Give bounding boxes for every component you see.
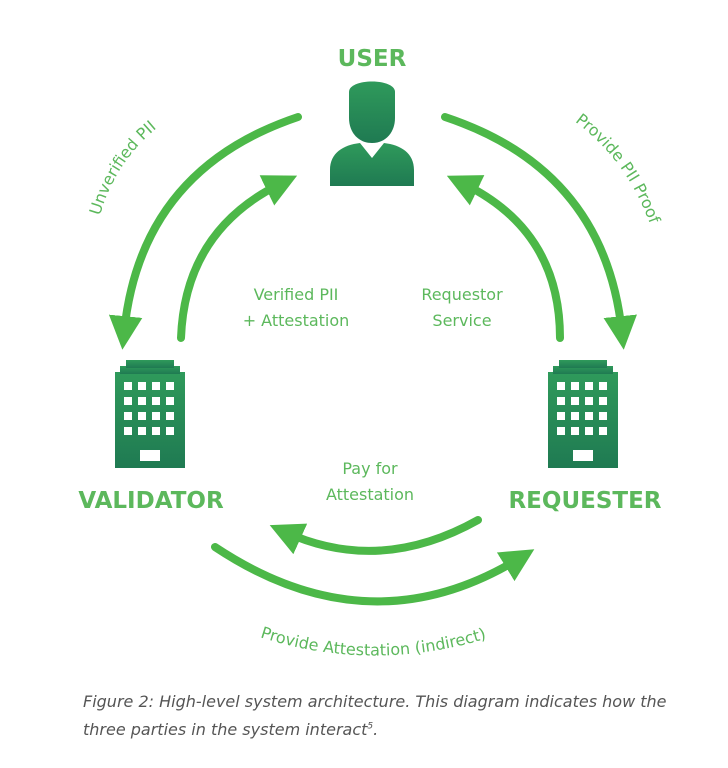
- unverified-pii-label: Unverified PII: [85, 117, 159, 217]
- user-icon: [330, 81, 414, 186]
- provide-attestation-label-wrap: Provide Attestation (indirect): [259, 623, 488, 660]
- provide-pii-proof-label: Provide PII Proof: [572, 110, 664, 226]
- arrow-user-to-validator: [108, 113, 302, 350]
- building-icon: [115, 360, 185, 468]
- pay-attestation-label: Attestation: [326, 485, 414, 504]
- caption-text: Figure 2: High-level system architecture…: [83, 692, 667, 739]
- verified-pii-label: Verified PII: [254, 285, 339, 304]
- provide-pii-proof-label-wrap: Provide PII Proof: [572, 110, 664, 226]
- caption-footnote: 5: [367, 721, 374, 732]
- provide-attestation-label: Provide Attestation (indirect): [259, 623, 488, 660]
- arrow-user-to-requester: [441, 113, 637, 350]
- figure-caption: Figure 2: High-level system architecture…: [83, 688, 683, 744]
- service-label: Service: [432, 311, 491, 330]
- arrow-validator-to-requester: [211, 543, 535, 606]
- arrow-requester-to-validator: [269, 516, 482, 555]
- attestation-plus-label: + Attestation: [243, 311, 350, 330]
- building-icon: [548, 360, 618, 468]
- arrow-requester-to-user: [446, 175, 564, 342]
- arrow-validator-to-user: [177, 175, 298, 342]
- unverified-pii-label-wrap: Unverified PII: [85, 117, 159, 217]
- requestor-label: Requestor: [421, 285, 503, 304]
- user-label: USER: [338, 46, 407, 72]
- pay-for-label: Pay for: [342, 459, 398, 478]
- caption-end: .: [373, 720, 379, 739]
- validator-label: VALIDATOR: [78, 488, 224, 514]
- requester-label: REQUESTER: [508, 488, 661, 514]
